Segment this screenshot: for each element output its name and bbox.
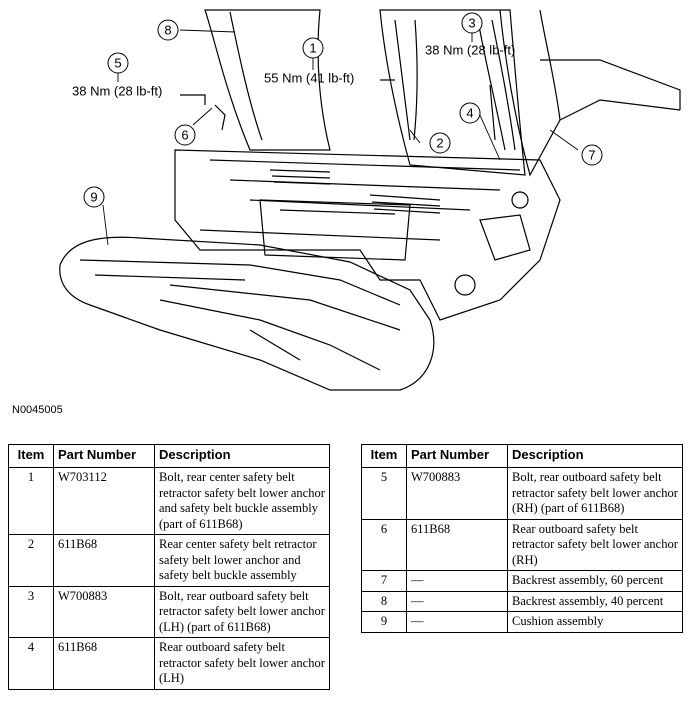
column-header-description: Description <box>507 444 683 468</box>
figure-number: N0045005 <box>12 404 63 416</box>
column-header-description: Description <box>154 444 330 468</box>
table-row: 1 W703112 Bolt, rear center safety belt … <box>8 467 330 535</box>
part-number-cell: — <box>406 590 508 612</box>
table-row: 2 611B68 Rear center safety belt retract… <box>8 534 330 587</box>
callout-circle-5 <box>107 52 129 74</box>
item-cell: 8 <box>361 590 407 612</box>
part-number-cell: W700883 <box>406 467 508 520</box>
description-cell: Bolt, rear center safety belt retractor … <box>154 467 330 535</box>
backrest-60-percent-drawing <box>379 9 526 176</box>
table-row: 8 — Backrest assembly, 40 percent <box>361 590 683 612</box>
floor-pan-drawing <box>174 149 561 321</box>
callout-5-number: 5 <box>114 56 121 71</box>
callout-circle-4 <box>459 102 481 124</box>
part-number-cell: 611B68 <box>53 534 155 587</box>
table-row: 7 — Backrest assembly, 60 percent <box>361 570 683 592</box>
description-cell: Cushion assembly <box>507 611 683 633</box>
description-cell: Rear outboard safety belt retractor safe… <box>154 637 330 690</box>
table-row: 3 W700883 Bolt, rear outboard safety bel… <box>8 585 330 638</box>
callout-9-number: 9 <box>90 190 97 205</box>
callout-circle-1 <box>302 37 324 59</box>
parts-table-right: Item Part Number Description 5 W700883 B… <box>361 444 683 633</box>
torque-label-item-1: 55 Nm (41 lb-ft) <box>264 71 354 86</box>
callout-1-number: 1 <box>309 41 316 56</box>
callout-circle-3 <box>461 12 483 34</box>
description-cell: Backrest assembly, 40 percent <box>507 590 683 612</box>
table-header-row: Item Part Number Description <box>361 444 683 468</box>
callout-circle-6 <box>174 124 196 146</box>
callout-7-number: 7 <box>588 148 595 163</box>
callout-2-number: 2 <box>436 136 443 151</box>
callout-8-number: 8 <box>164 23 171 38</box>
item-cell: 3 <box>8 585 54 638</box>
callout-circle-8 <box>157 19 179 41</box>
table-header-row: Item Part Number Description <box>8 444 330 468</box>
column-header-item: Item <box>361 444 407 468</box>
description-cell: Rear center safety belt retractor safety… <box>154 534 330 587</box>
torque-label-item-5: 38 Nm (28 lb-ft) <box>72 84 162 99</box>
description-cell: Bolt, rear outboard safety belt retracto… <box>507 467 683 520</box>
column-header-item: Item <box>8 444 54 468</box>
callout-6-number: 6 <box>181 128 188 143</box>
item-cell: 7 <box>361 570 407 592</box>
callout-circle-7 <box>581 144 603 166</box>
part-number-cell: — <box>406 611 508 633</box>
parts-table-left: Item Part Number Description 1 W703112 B… <box>8 444 330 690</box>
column-header-part-number: Part Number <box>406 444 508 468</box>
item-cell: 1 <box>8 467 54 535</box>
callout-circle-2 <box>429 132 451 154</box>
cushion-assembly-drawing <box>59 236 435 391</box>
table-row: 5 W700883 Bolt, rear outboard safety bel… <box>361 467 683 520</box>
item-cell: 5 <box>361 467 407 520</box>
part-number-cell: 611B68 <box>406 518 508 571</box>
part-number-cell: — <box>406 570 508 592</box>
item-cell: 4 <box>8 637 54 690</box>
table-row: 6 611B68 Rear outboard safety belt retra… <box>361 518 683 571</box>
callout-4-number: 4 <box>466 106 473 121</box>
callout-circle-9 <box>83 186 105 208</box>
description-cell: Bolt, rear outboard safety belt retracto… <box>154 585 330 638</box>
item-cell: 2 <box>8 534 54 587</box>
part-number-cell: W700883 <box>53 585 155 638</box>
table-row: 9 — Cushion assembly <box>361 611 683 633</box>
item-cell: 9 <box>361 611 407 633</box>
column-header-part-number: Part Number <box>53 444 155 468</box>
torque-label-item-3: 38 Nm (28 lb-ft) <box>425 43 515 58</box>
callout-3-number: 3 <box>468 16 475 31</box>
description-cell: Backrest assembly, 60 percent <box>507 570 683 592</box>
item-cell: 6 <box>361 518 407 571</box>
part-number-cell: 611B68 <box>53 637 155 690</box>
exploded-view-illustration: 1 2 3 4 5 6 7 8 9 55 Nm (41 lb-ft) 38 Nm… <box>59 9 681 391</box>
description-cell: Rear outboard safety belt retractor safe… <box>507 518 683 571</box>
table-row: 4 611B68 Rear outboard safety belt retra… <box>8 637 330 690</box>
part-number-cell: W703112 <box>53 467 155 535</box>
